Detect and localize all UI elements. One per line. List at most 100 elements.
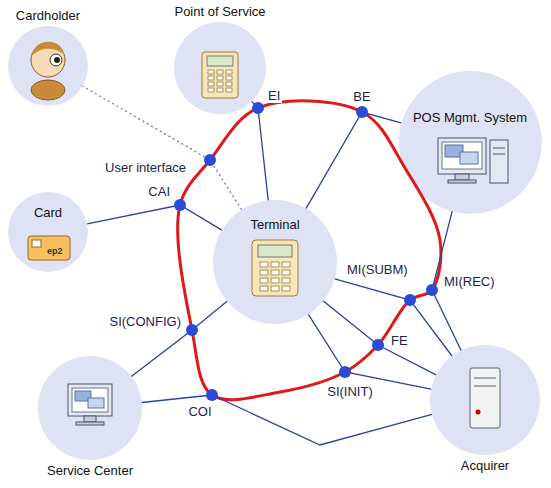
node-title: Acquirer (461, 458, 509, 473)
illustration-part (460, 152, 478, 164)
illustration-part (252, 240, 298, 296)
interface-dot (204, 154, 216, 166)
illustration-part (202, 52, 238, 98)
keypad-key (282, 286, 290, 291)
interface-label: SI(CONFIG) (108, 314, 184, 329)
keypad-key (271, 270, 279, 275)
circle-fill (8, 192, 88, 272)
keypad-key (217, 82, 223, 86)
keypad-key (260, 262, 268, 267)
interface-label: FE (389, 333, 410, 348)
interface-connector (308, 314, 431, 389)
acquirer-server (470, 368, 500, 428)
keypad-key (260, 270, 268, 275)
keypad-key (271, 286, 279, 291)
illustration-part (50, 54, 62, 66)
interface-connector (142, 395, 432, 445)
illustration-part (474, 386, 496, 387)
illustration-part (68, 384, 112, 416)
interface-connector (83, 86, 242, 210)
interface-dot (404, 294, 416, 306)
cardholder-figure (31, 42, 65, 100)
keypad-key (260, 286, 268, 291)
keypad-key (271, 262, 279, 267)
illustration-part (260, 262, 290, 291)
interface-dot (356, 106, 368, 118)
node-title: Service Center (47, 463, 133, 478)
interface-label: User interface (103, 160, 188, 175)
illustration-part (28, 236, 70, 260)
keypad-key (217, 88, 223, 92)
interface-label: SI(INIT) (325, 384, 375, 399)
service-center-computer (68, 384, 112, 425)
interface-label: EI (266, 88, 282, 103)
interface-label: MI(REC) (442, 274, 497, 289)
keypad-key (282, 270, 290, 275)
illustration-part (476, 410, 481, 415)
pos-terminal-icon (202, 52, 238, 98)
interface-dot (206, 389, 218, 401)
keypad-key (217, 70, 223, 74)
circle-fill (38, 356, 142, 460)
node-title: Card (34, 205, 62, 220)
card-icon (28, 236, 70, 260)
keypad-key (271, 278, 279, 283)
pos-mgmt-computer (438, 138, 508, 183)
interface-dot (339, 366, 351, 378)
interface-connector (335, 279, 452, 356)
illustration-part (54, 57, 60, 63)
interface-dot (186, 324, 198, 336)
keypad-key (226, 82, 232, 86)
illustration-part (32, 240, 41, 247)
circle-fill (8, 26, 88, 106)
illustration-part (470, 368, 500, 428)
interface-dot (252, 102, 264, 114)
interface-label: COI (186, 404, 213, 419)
keypad-key (208, 76, 214, 80)
interface-label: BE (351, 89, 372, 104)
illustration-part (88, 398, 104, 408)
node-title: Cardholder (16, 8, 80, 23)
keypad-key (217, 76, 223, 80)
circle-fill (430, 345, 540, 455)
interface-connector (252, 101, 269, 200)
interface-dot (426, 284, 438, 296)
node-title: Point of Service (174, 4, 265, 19)
illustration-part (31, 42, 64, 56)
illustration-part (490, 140, 508, 183)
card-brand-text: ep2 (47, 246, 63, 256)
keypad-key (208, 88, 214, 92)
illustration-part (442, 142, 482, 169)
illustration-part (448, 180, 476, 183)
illustration-part (258, 245, 292, 257)
illustration-part (208, 70, 232, 92)
circle-fill (213, 200, 337, 324)
keypad-key (226, 76, 232, 80)
interface-connector (306, 112, 401, 208)
illustration-part (84, 416, 96, 422)
keypad-key (208, 82, 214, 86)
illustration-part (438, 138, 486, 174)
illustration-part (493, 154, 505, 155)
connector-group (83, 86, 462, 445)
node-title: Terminal (250, 217, 299, 232)
node-title: POS Mgmt. System (413, 110, 527, 125)
interface-dot (372, 339, 384, 351)
keypad-key (226, 70, 232, 74)
interface-dot (174, 199, 186, 211)
illustration-part (72, 388, 108, 412)
illustration-part (31, 80, 65, 100)
interface-connector (87, 205, 222, 230)
interface-connector (131, 301, 227, 376)
keypad-key (282, 278, 290, 283)
illustration-part (493, 148, 505, 149)
illustration-part (474, 378, 496, 379)
illustration-part (207, 56, 233, 66)
keypad-key (282, 262, 290, 267)
illustration-part (455, 174, 469, 180)
interface-label: CAI (146, 184, 172, 199)
dot-group (174, 102, 438, 401)
